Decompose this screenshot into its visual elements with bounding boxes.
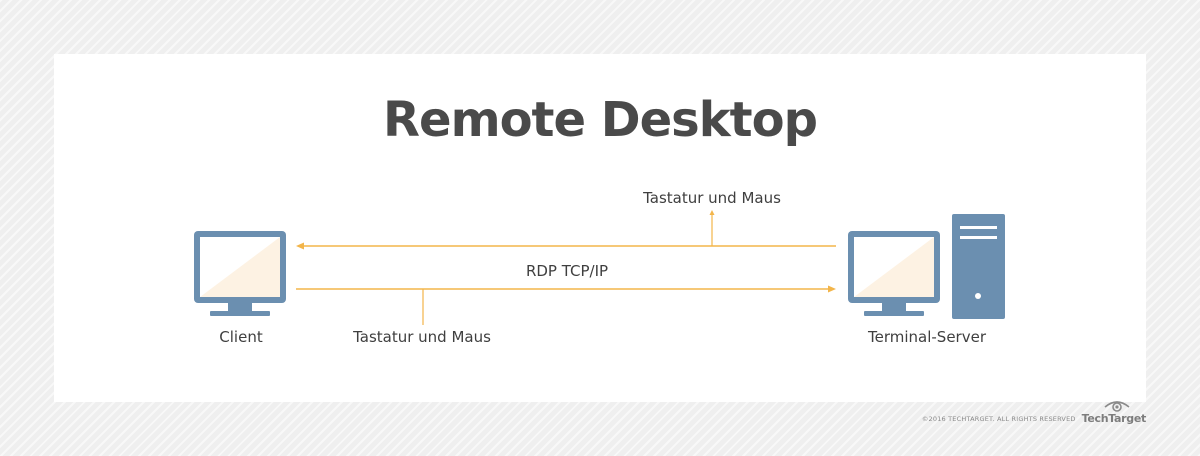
protocol-label: RDP TCP/IP (525, 262, 609, 280)
diagram-title: Remote Desktop (383, 92, 818, 148)
top-input-pointer (709, 210, 715, 246)
server-monitor-icon (848, 231, 940, 316)
arrow-client-to-server (296, 285, 836, 293)
eye-icon (1104, 401, 1130, 412)
copyright-notice: ©2016 TECHTARGET. ALL RIGHTS RESERVED (921, 415, 1076, 423)
brand-name: TechTarget (1081, 412, 1147, 425)
client-label: Client (219, 328, 263, 346)
arrow-server-to-client (296, 242, 836, 250)
top-arrow-label: Tastatur und Maus (643, 189, 781, 207)
bottom-arrow-label: Tastatur und Maus (353, 328, 491, 346)
server-label: Terminal-Server (868, 328, 986, 346)
footer: ©2016 TECHTARGET. ALL RIGHTS RESERVED Te… (921, 401, 1147, 425)
client-monitor-icon (194, 231, 286, 316)
server-tower-icon (952, 214, 1005, 319)
brand-logo: TechTarget (1081, 401, 1147, 425)
